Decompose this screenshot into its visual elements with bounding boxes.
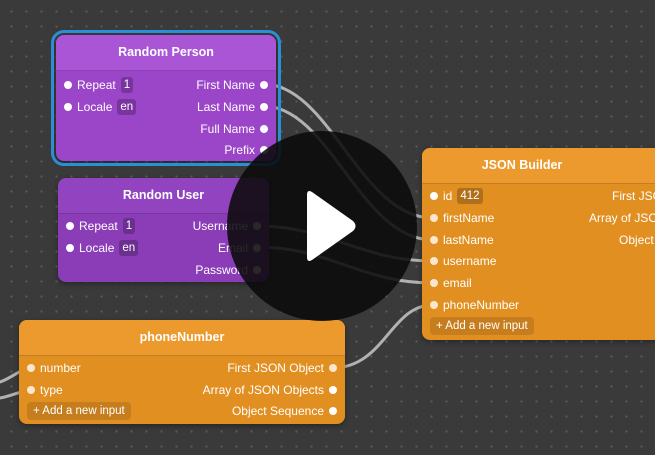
repeat-input[interactable]: Repeat 1 bbox=[66, 215, 136, 237]
lastname-input[interactable]: lastName bbox=[430, 229, 494, 251]
phonenumber-label: phoneNumber bbox=[443, 298, 520, 312]
firstname-label: firstName bbox=[443, 211, 495, 225]
repeat-label: Repeat bbox=[79, 219, 118, 233]
array-of-json-output[interactable]: Array of JSON bbox=[589, 207, 655, 229]
output-port[interactable] bbox=[260, 81, 268, 89]
repeat-value[interactable]: 1 bbox=[120, 77, 134, 93]
lastname-label: lastName bbox=[443, 233, 494, 247]
repeat-value[interactable]: 1 bbox=[122, 218, 136, 234]
locale-value[interactable]: en bbox=[119, 240, 139, 256]
number-label: number bbox=[40, 361, 81, 375]
json-builder-node[interactable]: JSON Builder id 412 firstName lastName u… bbox=[422, 148, 655, 340]
first-json-output[interactable]: First JSON bbox=[612, 185, 655, 207]
random-person-node[interactable]: Random Person Repeat 1 Locale en First N… bbox=[51, 30, 281, 166]
username-input[interactable]: username bbox=[430, 250, 496, 272]
id-input[interactable]: id 412 bbox=[430, 185, 483, 207]
email-label: email bbox=[443, 276, 472, 290]
add-input-button[interactable]: + Add a new input bbox=[430, 317, 534, 335]
full-name-label: Full Name bbox=[200, 122, 255, 136]
id-label: id bbox=[443, 189, 453, 203]
json-builder-title: JSON Builder bbox=[422, 148, 655, 184]
play-button[interactable] bbox=[227, 131, 417, 321]
object-output[interactable]: Object bbox=[619, 229, 654, 251]
firstname-input[interactable]: firstName bbox=[430, 207, 494, 229]
output-port[interactable] bbox=[329, 407, 337, 415]
array-of-json-label: Array of JSON bbox=[589, 211, 655, 225]
prefix-label: Prefix bbox=[224, 143, 255, 157]
input-port[interactable] bbox=[64, 103, 72, 111]
locale-input[interactable]: Locale en bbox=[64, 96, 137, 118]
input-port[interactable] bbox=[64, 81, 72, 89]
object-label: Object bbox=[619, 233, 654, 247]
array-of-json-objects-label: Array of JSON Objects bbox=[202, 383, 324, 397]
output-port[interactable] bbox=[329, 364, 337, 372]
input-port[interactable] bbox=[430, 301, 438, 309]
input-port[interactable] bbox=[430, 192, 438, 200]
input-port[interactable] bbox=[27, 386, 35, 394]
last-name-output[interactable]: Last Name bbox=[197, 96, 268, 118]
first-json-object-output[interactable]: First JSON Object bbox=[227, 357, 337, 379]
full-name-output[interactable]: Full Name bbox=[200, 118, 268, 140]
random-person-title: Random Person bbox=[56, 35, 276, 71]
play-icon bbox=[307, 191, 356, 261]
first-json-label: First JSON bbox=[612, 189, 655, 203]
input-port[interactable] bbox=[430, 214, 438, 222]
input-port[interactable] bbox=[66, 222, 74, 230]
first-name-output[interactable]: First Name bbox=[196, 74, 268, 96]
input-port[interactable] bbox=[66, 244, 74, 252]
repeat-input[interactable]: Repeat 1 bbox=[64, 74, 134, 96]
object-sequence-output[interactable]: Object Sequence bbox=[232, 400, 337, 422]
type-input[interactable]: type bbox=[27, 379, 63, 401]
username-label: username bbox=[443, 254, 497, 268]
input-port[interactable] bbox=[430, 257, 438, 265]
wire-phonenumber bbox=[330, 303, 435, 370]
first-json-object-label: First JSON Object bbox=[227, 361, 324, 375]
locale-label: Locale bbox=[79, 241, 115, 255]
locale-label: Locale bbox=[77, 100, 113, 114]
add-input-row: + Add a new input bbox=[27, 400, 131, 422]
phonenumber-input[interactable]: phoneNumber bbox=[430, 294, 519, 316]
locale-input[interactable]: Locale en bbox=[66, 237, 139, 259]
number-input[interactable]: number bbox=[27, 357, 81, 379]
input-port[interactable] bbox=[430, 236, 438, 244]
output-port[interactable] bbox=[260, 125, 268, 133]
output-port[interactable] bbox=[260, 103, 268, 111]
id-value[interactable]: 412 bbox=[457, 188, 483, 204]
locale-value[interactable]: en bbox=[117, 99, 137, 115]
repeat-label: Repeat bbox=[77, 78, 116, 92]
email-input[interactable]: email bbox=[430, 272, 472, 294]
input-port[interactable] bbox=[430, 279, 438, 287]
array-of-json-objects-output[interactable]: Array of JSON Objects bbox=[203, 379, 337, 401]
phone-number-node[interactable]: phoneNumber number type + Add a new inpu… bbox=[19, 320, 345, 424]
input-port[interactable] bbox=[27, 364, 35, 372]
first-name-label: First Name bbox=[196, 78, 255, 92]
password-label: Password bbox=[195, 263, 248, 277]
last-name-label: Last Name bbox=[196, 100, 255, 114]
add-input-row: + Add a new input bbox=[430, 315, 534, 337]
object-sequence-label: Object Sequence bbox=[231, 404, 324, 418]
output-port[interactable] bbox=[329, 386, 337, 394]
type-label: type bbox=[40, 383, 63, 397]
add-input-button[interactable]: + Add a new input bbox=[27, 402, 131, 420]
phone-number-title: phoneNumber bbox=[19, 320, 345, 356]
